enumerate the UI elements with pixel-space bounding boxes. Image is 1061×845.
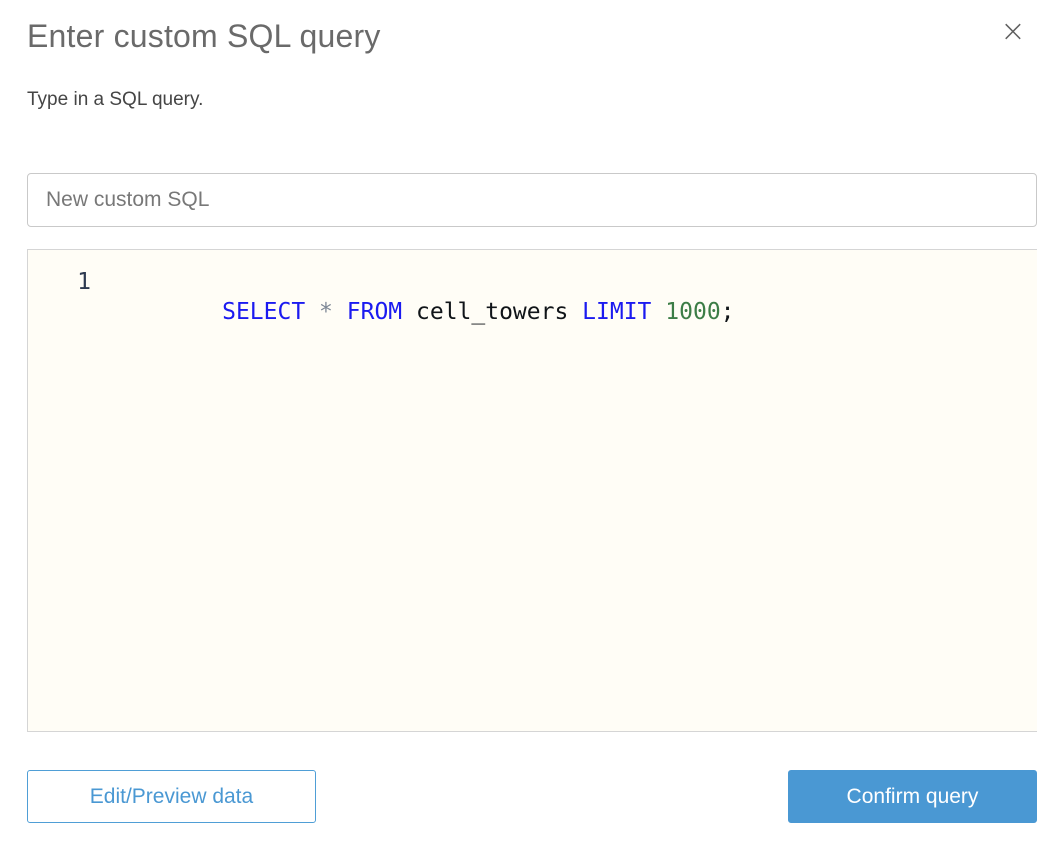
sql-token-space <box>651 299 665 325</box>
sql-token-table-name: cell_towers <box>402 299 583 325</box>
close-icon[interactable]: × <box>997 16 1029 48</box>
sql-token-select: SELECT <box>222 299 306 325</box>
sql-token-space <box>305 299 319 325</box>
sql-token-number: 1000 <box>665 299 721 325</box>
line-number: 1 <box>77 269 91 295</box>
page-title: Enter custom SQL query <box>27 18 381 54</box>
sql-name-input[interactable] <box>27 173 1037 227</box>
sql-code-editor[interactable]: 1 SELECT * FROM cell_towers LIMIT 1000; <box>27 249 1037 732</box>
confirm-query-button[interactable]: Confirm query <box>788 770 1037 823</box>
sql-code-line: SELECT * FROM cell_towers LIMIT 1000; <box>139 267 735 357</box>
sql-token-space <box>333 299 347 325</box>
sql-token-limit: LIMIT <box>582 299 652 325</box>
modal-subtitle: Type in a SQL query. <box>27 89 204 110</box>
sql-token-star: * <box>319 299 333 325</box>
sql-token-semicolon: ; <box>720 299 735 325</box>
modal-footer: Edit/Preview data Confirm query <box>27 770 1037 823</box>
sql-token-from: FROM <box>346 299 403 325</box>
edit-preview-data-button[interactable]: Edit/Preview data <box>27 770 316 823</box>
